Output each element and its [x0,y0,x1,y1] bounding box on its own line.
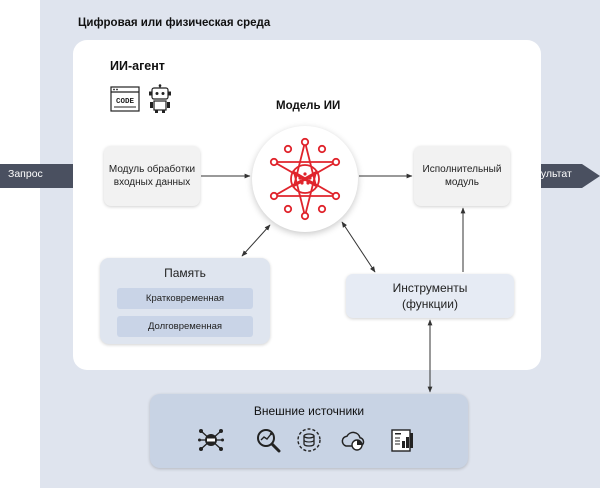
memory-short-term: Кратковременная [117,288,253,309]
environment-title: Цифровая или физическая среда [78,17,271,29]
code-icon-text: CODE [116,98,135,106]
input-module: Модуль обработки входных данных [104,146,200,206]
arrow-model-memory [241,224,271,257]
executive-module-line1: Исполнительный [422,163,502,175]
arrow-model-tools [341,221,376,273]
tools-line1: Инструменты [392,280,468,295]
tools-module: Инструменты (функции) [346,274,514,318]
code-window-icon: CODE [110,86,140,112]
memory-long-term: Долговременная [117,316,253,337]
model-node [252,126,358,232]
tools-line2: (функции) [402,297,458,311]
input-module-line2: входных данных [113,177,191,188]
neural-star-icon [269,137,341,221]
executive-module-line2: модуль [445,177,479,188]
memory-title: Память [164,266,206,280]
magnifier-analytics-icon [255,427,281,453]
api-network-icon [198,427,224,453]
input-module-line1: Модуль обработки [108,163,196,175]
input-arrow-label: Запрос [8,168,43,180]
robot-icon [147,84,173,114]
document-chart-icon [390,427,416,453]
database-gear-icon [296,427,322,453]
cloud-chart-icon [340,427,366,453]
executive-module: Исполнительный модуль [414,146,510,206]
external-sources-title: Внешние источники [253,404,365,418]
model-title: Модель ИИ [276,100,341,112]
agent-title: ИИ-агент [110,59,165,73]
